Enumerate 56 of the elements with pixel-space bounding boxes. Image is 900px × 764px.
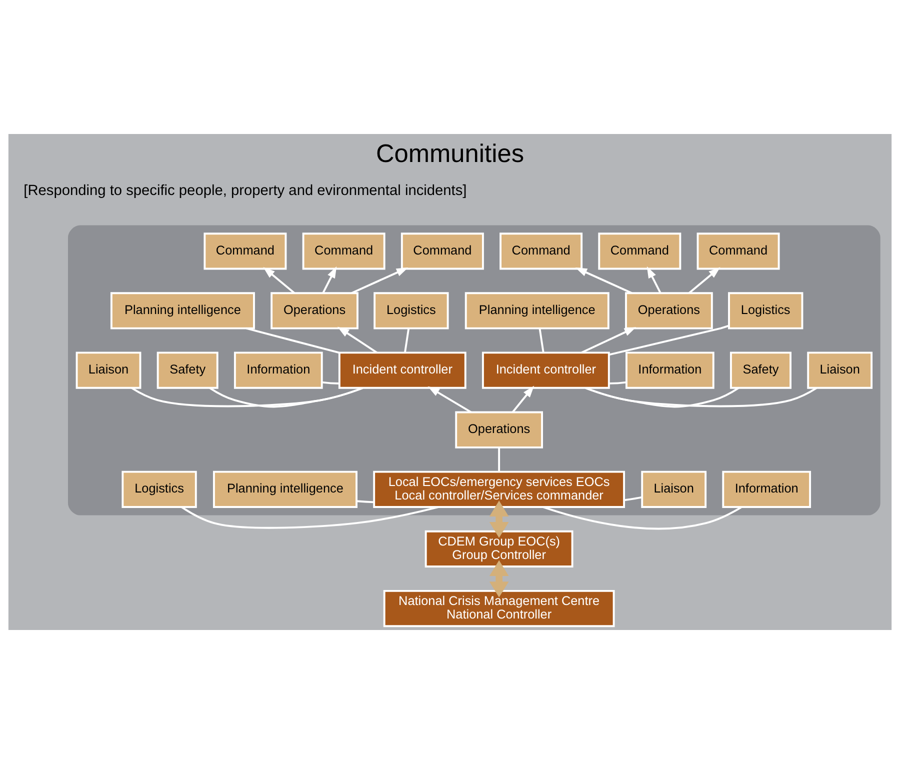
- node-box: Local EOCs/emergency services EOCs Local controller/Services commander: [373, 470, 626, 508]
- arrow: [322, 266, 337, 294]
- arrow: [428, 386, 472, 414]
- connector: [181, 506, 438, 529]
- arrow: [688, 267, 720, 294]
- node-box: Liaison: [641, 470, 707, 508]
- connector: [404, 328, 410, 353]
- arrow: [489, 560, 509, 598]
- connector: [585, 387, 818, 408]
- connector: [624, 496, 642, 502]
- node-box: Safety: [730, 352, 792, 389]
- node-box: Logistics: [728, 292, 804, 330]
- node-box: Liaison: [76, 352, 142, 389]
- arrow: [512, 386, 534, 413]
- node-box: Liaison: [807, 352, 873, 389]
- node-box: Command: [696, 232, 780, 270]
- connector: [498, 448, 500, 472]
- node-box: Information: [234, 352, 323, 389]
- connector: [131, 387, 364, 408]
- node-box: Information: [722, 470, 812, 508]
- node-box: Incident controller: [482, 352, 610, 389]
- node-box: Operations: [455, 411, 543, 448]
- connector: [608, 324, 730, 356]
- node-box: Command: [302, 232, 386, 270]
- node-box: Command: [400, 232, 484, 270]
- arrow: [489, 500, 509, 538]
- arrow: [646, 266, 662, 294]
- arrow: [337, 326, 378, 354]
- node-box: Command: [500, 232, 583, 270]
- connector: [356, 500, 374, 504]
- node-box: Operations: [625, 292, 713, 330]
- node-box: Command: [204, 232, 287, 270]
- node-box: Safety: [156, 352, 218, 389]
- arrow: [581, 327, 636, 354]
- connector: [542, 506, 742, 530]
- connector: [246, 327, 340, 354]
- node-box: Operations: [270, 292, 358, 330]
- node-box: Information: [626, 352, 714, 389]
- node-box: Logistics: [374, 292, 449, 330]
- node-box: Logistics: [122, 470, 197, 508]
- node-box: Command: [598, 232, 682, 270]
- arrow: [575, 268, 632, 294]
- node-box: Incident controller: [338, 352, 466, 389]
- node-box: Planning intelligence: [464, 292, 610, 330]
- node-box: Planning intelligence: [212, 470, 358, 508]
- node-box: National Crisis Management Centre National Controller: [383, 590, 615, 628]
- arrow: [351, 268, 408, 294]
- connector: [209, 387, 364, 408]
- node-box: Planning intelligence: [110, 292, 255, 330]
- label: [Responding to specific people, property and evironmental incidents]: [24, 183, 467, 200]
- diagram-title: Communities: [376, 140, 524, 168]
- connector: [322, 381, 340, 384]
- connector: [538, 328, 544, 353]
- connector: [609, 381, 627, 384]
- arrow: [263, 267, 296, 294]
- node-box: CDEM Group EOC(s) Group Controller: [424, 530, 574, 568]
